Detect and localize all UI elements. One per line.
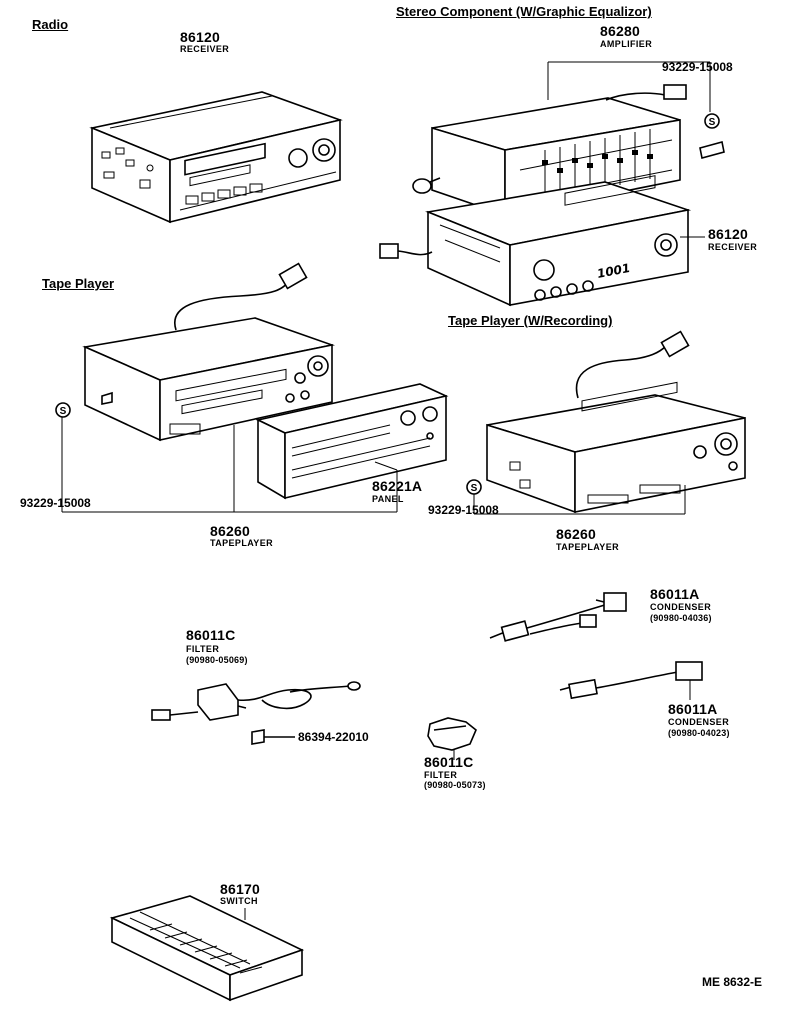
- filter-1-sub: (90980-05069): [186, 655, 248, 665]
- filter-1-drawing: [151, 681, 361, 721]
- screw-top-number: 93229-15008: [662, 60, 733, 74]
- filter-2-sub: (90980-05073): [424, 780, 486, 790]
- filter-1-name: FILTER: [186, 644, 220, 654]
- diagram-code: ME 8632-E: [702, 975, 763, 989]
- condenser-1-number: 86011A: [650, 586, 700, 602]
- switch-name: SWITCH: [220, 896, 258, 906]
- tapeplayer-number: 86260: [210, 523, 250, 539]
- condenser-2-sub: (90980-04023): [668, 728, 730, 738]
- screw-symbol-top: S: [704, 113, 720, 129]
- bolt-drawing: [251, 729, 295, 745]
- radio-receiver-name: RECEIVER: [180, 44, 230, 54]
- section-radio-title: Radio: [32, 17, 69, 32]
- tape-rec-player-drawing: [486, 330, 746, 514]
- section-tape-rec-title: Tape Player (W/Recording): [448, 313, 613, 328]
- panel-name: PANEL: [372, 494, 404, 504]
- rec-tapeplayer-name: TAPEPLAYER: [556, 542, 620, 552]
- switch-number: 86170: [220, 881, 260, 897]
- filter-2-number: 86011C: [424, 754, 474, 770]
- stereo-receiver-drawing: 1001: [379, 175, 692, 307]
- condenser-1-drawing: [489, 592, 627, 642]
- filter-1-number: 86011C: [186, 627, 236, 643]
- receiver-display-readout: 1001: [596, 261, 631, 281]
- radio-receiver-drawing: [89, 91, 343, 224]
- switch-drawing: [109, 895, 305, 1002]
- tapeplayer-name: TAPEPLAYER: [210, 538, 274, 548]
- tape-screw-number: 93229-15008: [20, 496, 91, 510]
- bolt-number: 86394-22010: [298, 730, 369, 744]
- tape-leader-lines: [61, 417, 398, 513]
- stereo-receiver-number: 86120: [708, 226, 748, 242]
- rec-tapeplayer-number: 86260: [556, 526, 596, 542]
- amplifier-name: AMPLIFIER: [600, 39, 653, 49]
- panel-drawing: [255, 383, 449, 500]
- panel-number: 86221A: [372, 478, 423, 494]
- screw-letter: S: [60, 406, 67, 417]
- section-tape-title: Tape Player: [42, 276, 115, 291]
- condenser-1-sub: (90980-04036): [650, 613, 712, 623]
- tape-rec-leader-lines: [473, 485, 686, 515]
- screw-symbol-rec: S: [466, 479, 482, 495]
- condenser-2-drawing: [559, 661, 703, 700]
- filter-2-name: FILTER: [424, 770, 458, 780]
- stereo-leader-lines: [547, 61, 711, 238]
- tape-player-drawing: [82, 262, 336, 442]
- section-stereo-title: Stereo Component (W/Graphic Equalizor): [396, 4, 652, 19]
- filter-2-drawing: [427, 717, 477, 760]
- condenser-2-number: 86011A: [668, 701, 718, 717]
- amplifier-number: 86280: [600, 23, 640, 39]
- screw-letter: S: [471, 483, 478, 494]
- condenser-1-name: CONDENSER: [650, 602, 712, 612]
- screw-letter: S: [709, 117, 716, 128]
- screw-symbol-tape: S: [55, 391, 113, 418]
- condenser-2-name: CONDENSER: [668, 717, 730, 727]
- stereo-receiver-name: RECEIVER: [708, 242, 758, 252]
- rec-screw-number: 93229-15008: [428, 503, 499, 517]
- radio-receiver-number: 86120: [180, 29, 220, 45]
